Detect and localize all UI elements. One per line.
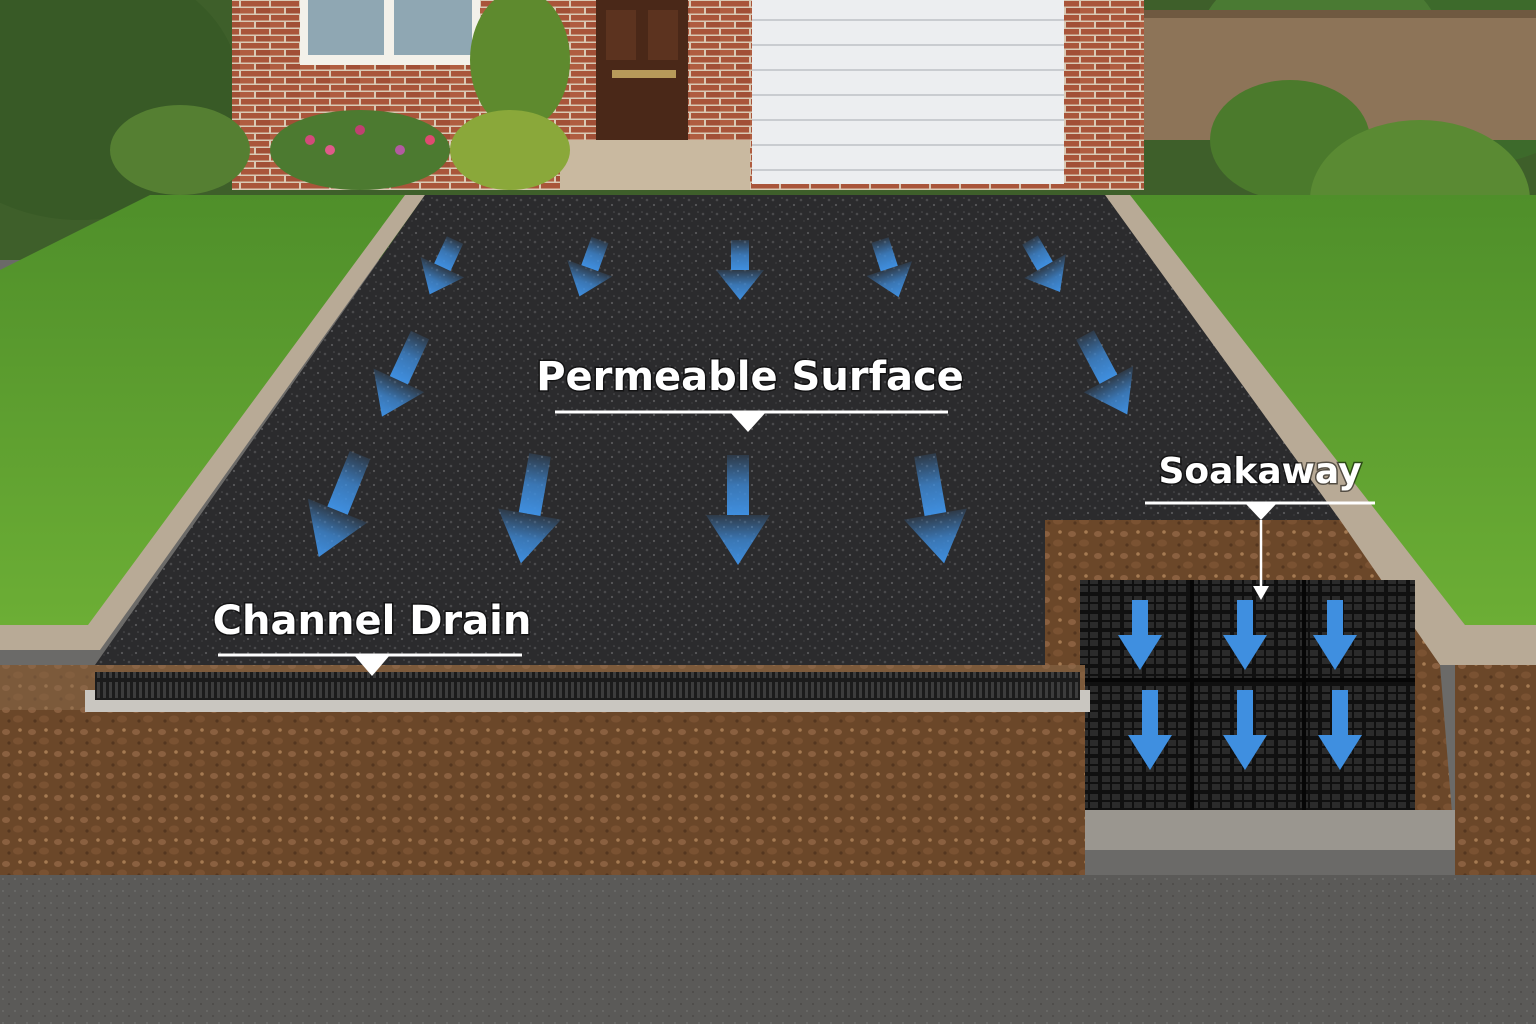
flow-arrow [1128,690,1172,770]
callout-channel-drain: Channel Drain [211,597,533,676]
soil-cross-section-right [1455,665,1536,880]
flow-arrow [1318,690,1362,770]
flow-arrow [866,237,913,298]
kerb-left [0,195,425,650]
road-surface [0,875,1536,1024]
soakaway-flow-arrows [1118,600,1362,770]
flow-arrow [1223,690,1267,770]
label-soakaway: Soakaway [1158,451,1361,492]
garage-door [752,0,1064,184]
garage-door-panels [752,19,1064,171]
crate-dividers [1080,580,1415,810]
flow-arrow [706,455,770,565]
callout-pointer [354,655,390,676]
label-permeable-surface: Permeable Surface [536,354,964,400]
channel-drain-grate [95,672,1080,700]
flow-arrow [498,453,562,564]
callout-pointer [1245,503,1277,520]
lawn-right [1125,195,1536,625]
flow-arrow [420,236,465,295]
permeable-driveway-surface [95,195,1340,665]
callout-pointer [730,412,766,432]
flow-arrow [1022,235,1066,292]
gravel-base [1085,810,1455,850]
flow-arrow [1118,600,1162,670]
callout-soakaway: Soakaway [1145,450,1375,600]
label-channel-drain: Channel Drain [213,598,532,644]
callout-permeable-surface: Permeable Surface [535,353,965,432]
flow-arrow [373,330,430,417]
flow-arrow [567,236,613,297]
house [232,0,1144,190]
doorstep-path [560,140,750,190]
lawn-left [0,195,410,625]
flow-arrow [307,450,371,557]
flow-arrow [1223,600,1267,670]
flowers [305,125,435,155]
flow-arrow [1076,330,1134,415]
surface-flow-arrows [307,235,1134,565]
callout-leader-head [1253,586,1269,600]
kerb-right [1105,195,1536,665]
soil-cross-section [0,665,1085,880]
flow-arrow [716,240,764,300]
flow-arrow [903,453,967,564]
flow-arrow [1313,600,1357,670]
